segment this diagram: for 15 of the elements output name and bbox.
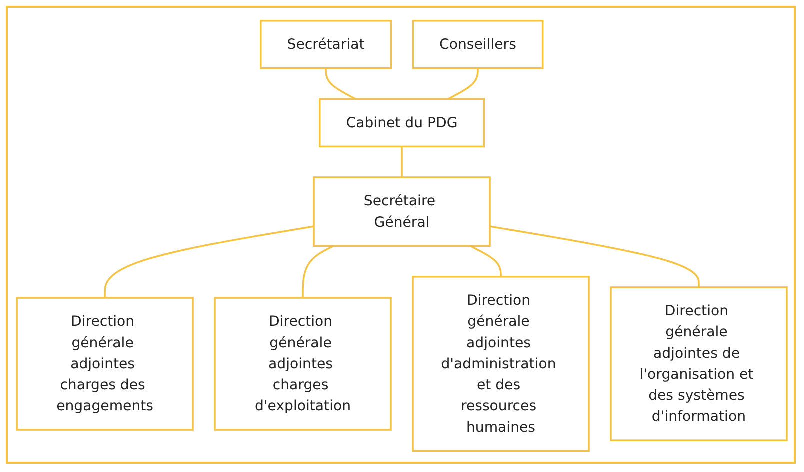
node-box: Direction générale adjointes d'administration et des ressources humaines [412,276,590,452]
node-box: Conseillers [412,20,544,70]
node-box: Direction générale adjointes charges des engagements [16,297,194,431]
node-box: Secrétaire Général [313,176,491,247]
connector [302,245,334,298]
node-box: Cabinet du PDG [319,98,485,148]
connector [470,245,502,277]
connector [325,68,356,100]
connector [448,68,479,100]
node-box: Direction générale adjointes charges d'exploitation [214,297,392,431]
connector [104,226,314,298]
connector [401,146,403,178]
connector [490,226,700,288]
node-box: Direction générale adjointes de l'organisation et des systèmes d'information [610,286,788,442]
node-box: Secrétariat [260,20,392,70]
